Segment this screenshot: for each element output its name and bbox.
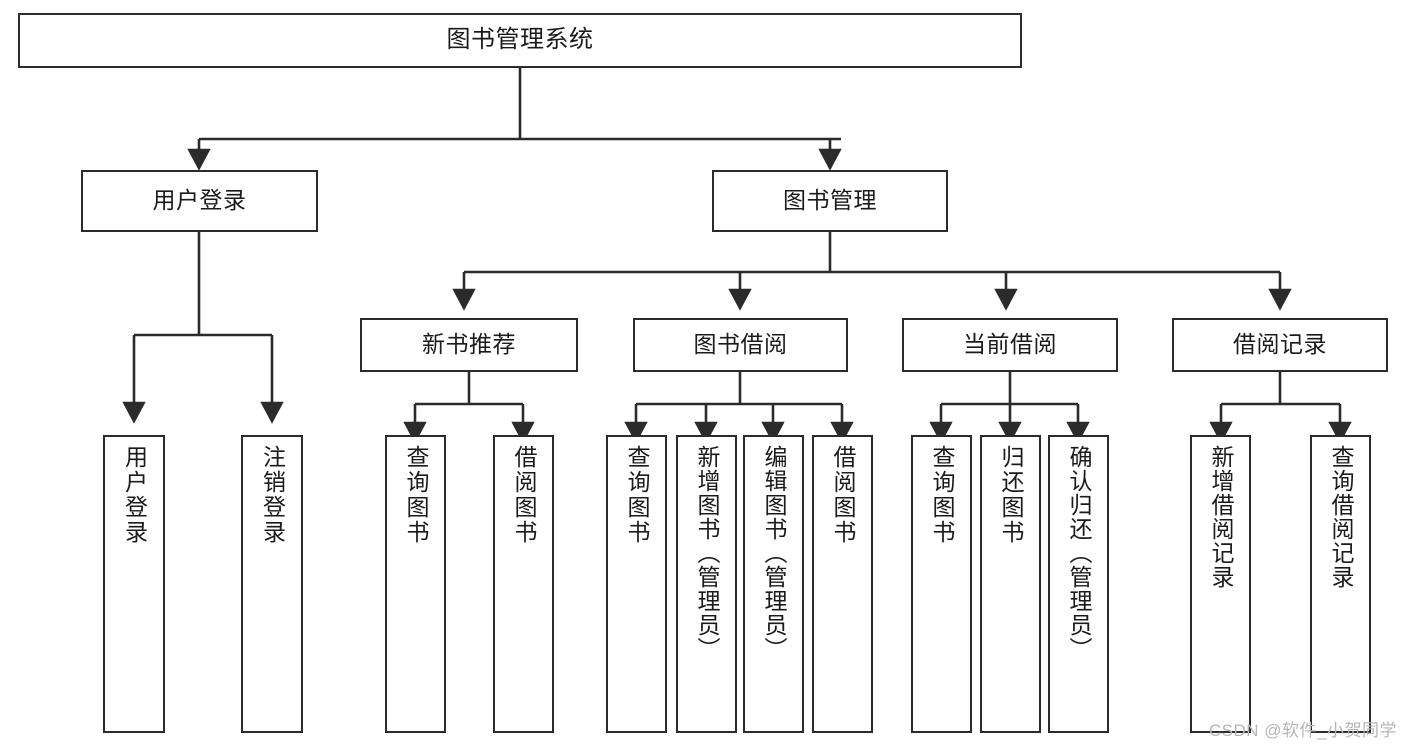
node-leaf-add-book-label: 新增图书（管理员） xyxy=(694,445,720,661)
node-current-borrow[interactable]: 当前借阅 xyxy=(902,318,1118,372)
node-leaf-query-book-3[interactable]: 查询图书 xyxy=(911,435,972,733)
node-leaf-add-book[interactable]: 新增图书（管理员） xyxy=(676,435,737,733)
node-leaf-confirm-return-label: 确认归还（管理员） xyxy=(1066,445,1092,661)
node-leaf-add-record[interactable]: 新增借阅记录 xyxy=(1190,435,1251,733)
node-book-manage[interactable]: 图书管理 xyxy=(712,170,948,232)
node-leaf-return-book-label: 归还图书 xyxy=(998,445,1024,545)
node-user-login[interactable]: 用户登录 xyxy=(81,170,318,232)
node-leaf-query-book-1[interactable]: 查询图书 xyxy=(385,435,446,733)
node-leaf-query-record[interactable]: 查询借阅记录 xyxy=(1310,435,1371,733)
node-leaf-edit-book-label: 编辑图书（管理员） xyxy=(761,445,787,661)
node-leaf-return-book[interactable]: 归还图书 xyxy=(980,435,1041,733)
node-book-manage-label: 图书管理 xyxy=(783,187,877,214)
node-leaf-query-book-1-label: 查询图书 xyxy=(403,445,429,545)
node-leaf-confirm-return[interactable]: 确认归还（管理员） xyxy=(1048,435,1109,733)
node-root-label: 图书管理系统 xyxy=(446,26,594,54)
csdn-watermark: CSDN @软件_小贺同学 xyxy=(1208,721,1397,740)
node-user-login-label: 用户登录 xyxy=(152,187,247,214)
node-book-borrow-label: 图书借阅 xyxy=(693,331,788,358)
node-leaf-user-login-label: 用户登录 xyxy=(121,445,148,545)
node-current-borrow-label: 当前借阅 xyxy=(963,331,1057,358)
node-leaf-query-record-label: 查询借阅记录 xyxy=(1328,445,1354,589)
node-borrow-record[interactable]: 借阅记录 xyxy=(1172,318,1388,372)
node-leaf-user-logout-label: 注销登录 xyxy=(259,445,286,545)
node-new-book-recommend[interactable]: 新书推荐 xyxy=(360,318,578,372)
node-leaf-query-book-3-label: 查询图书 xyxy=(929,445,955,545)
node-new-book-recommend-label: 新书推荐 xyxy=(422,331,516,358)
node-borrow-record-label: 借阅记录 xyxy=(1233,331,1327,358)
node-leaf-add-record-label: 新增借阅记录 xyxy=(1208,445,1234,589)
node-book-borrow[interactable]: 图书借阅 xyxy=(633,318,848,372)
node-leaf-edit-book[interactable]: 编辑图书（管理员） xyxy=(743,435,804,733)
node-leaf-borrow-book-1-label: 借阅图书 xyxy=(511,445,537,545)
node-leaf-borrow-book-2[interactable]: 借阅图书 xyxy=(812,435,873,733)
node-leaf-query-book-2-label: 查询图书 xyxy=(624,445,650,545)
node-root[interactable]: 图书管理系统 xyxy=(18,13,1022,68)
node-leaf-borrow-book-2-label: 借阅图书 xyxy=(830,445,856,545)
node-leaf-user-login[interactable]: 用户登录 xyxy=(103,435,165,733)
node-leaf-query-book-2[interactable]: 查询图书 xyxy=(606,435,667,733)
node-leaf-user-logout[interactable]: 注销登录 xyxy=(241,435,303,733)
node-leaf-borrow-book-1[interactable]: 借阅图书 xyxy=(493,435,554,733)
